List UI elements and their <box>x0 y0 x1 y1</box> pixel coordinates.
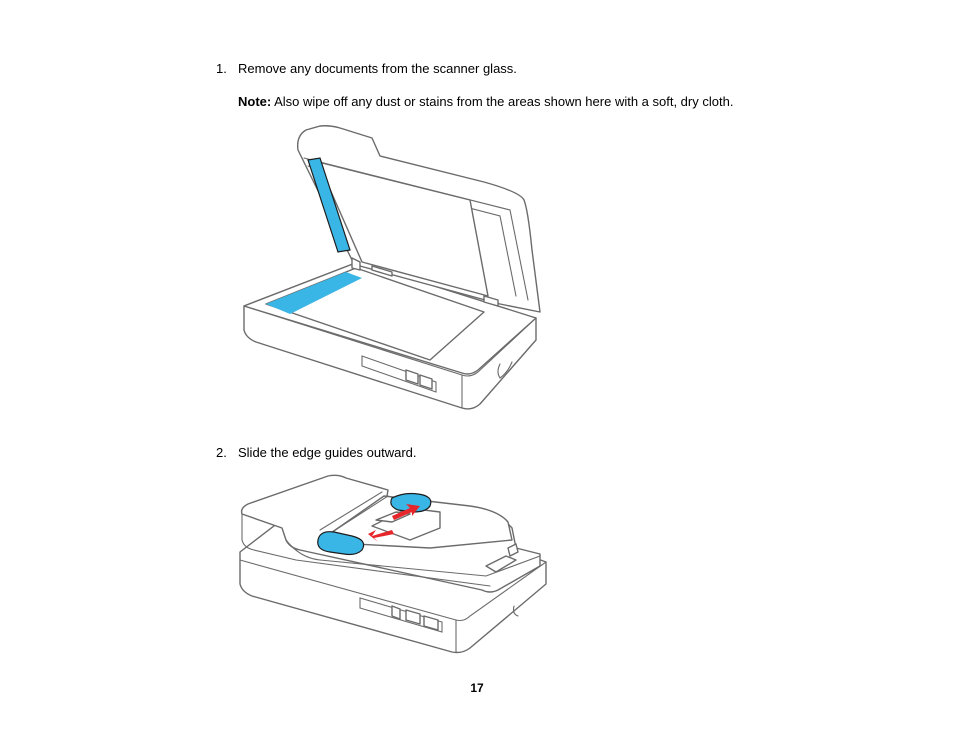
control-button-2 <box>405 609 421 625</box>
control-button-2 <box>405 369 419 385</box>
note: Note: Also wipe off any dust or stains f… <box>238 94 733 110</box>
step-1-text: Remove any documents from the scanner gl… <box>238 61 517 76</box>
glass-cleaning-area <box>266 272 362 314</box>
edge-guide-left <box>317 531 365 556</box>
step-2-number: 2. <box>216 445 227 460</box>
step-1-number: 1. <box>216 61 227 76</box>
lid-document-pad <box>317 161 489 297</box>
control-button-1 <box>391 605 401 620</box>
control-button-3 <box>423 615 439 631</box>
page-number: 17 <box>470 681 484 695</box>
scanner-edge-guides-illustration <box>239 474 547 654</box>
note-label: Note: <box>238 94 272 109</box>
arrow-outward-right <box>392 504 420 520</box>
edge-guide-right <box>390 492 432 513</box>
arrow-outward-left <box>368 530 394 542</box>
lid-cleaning-area <box>307 157 351 253</box>
step-2: 2. Slide the edge guides outward. <box>216 445 417 461</box>
note-text: Also wipe off any dust or stains from th… <box>271 94 734 109</box>
step-2-text: Slide the edge guides outward. <box>238 445 417 460</box>
control-button-3 <box>419 374 433 390</box>
step-1: 1. Remove any documents from the scanner … <box>216 61 517 77</box>
scanner-open-lid-illustration <box>243 125 541 410</box>
